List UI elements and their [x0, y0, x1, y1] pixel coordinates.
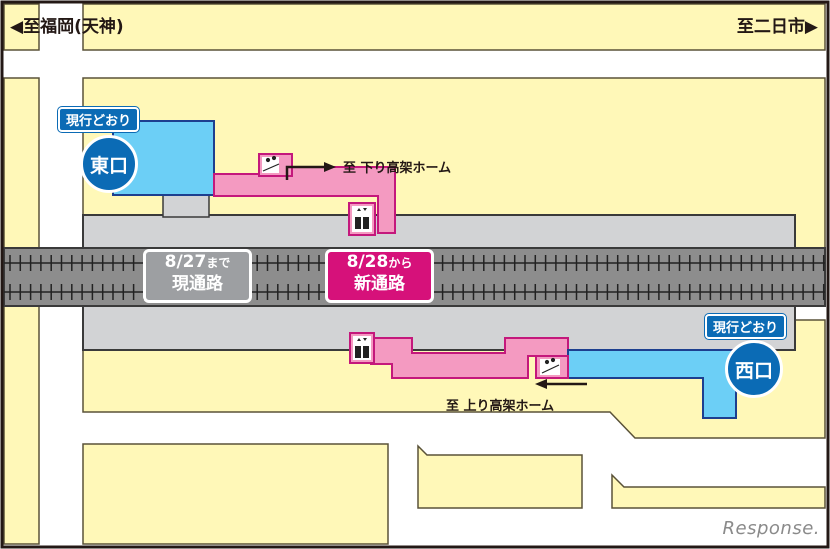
- triangle-left-icon: ◀: [10, 17, 24, 37]
- route-arrows: [285, 165, 587, 386]
- east-exit-badge: 東口: [80, 135, 138, 193]
- west-exit-status-badge: 現行どおり: [705, 314, 787, 339]
- arrow-right-icon: [324, 162, 336, 172]
- down-platform-label: 至 下り高架ホーム: [343, 161, 452, 176]
- arrow-left-icon: [535, 379, 547, 389]
- direction-futsukaichi: 至二日市▶: [736, 17, 818, 37]
- east-exit-status-badge: 現行どおり: [58, 107, 140, 132]
- escalator-icon: [262, 155, 560, 374]
- west-exit-badge: 西口: [725, 340, 783, 398]
- response-watermark: Response.: [722, 518, 820, 539]
- triangle-right-icon: ▶: [804, 17, 818, 37]
- new-passage-label: 8/28から 新通路: [325, 249, 434, 303]
- direction-fukuoka: ◀至福岡(天神): [10, 17, 124, 37]
- elevator-icon: [355, 208, 369, 358]
- current-passage-label: 8/27まで 現通路: [143, 249, 252, 303]
- up-platform-label: 至 上り高架ホーム: [446, 399, 555, 414]
